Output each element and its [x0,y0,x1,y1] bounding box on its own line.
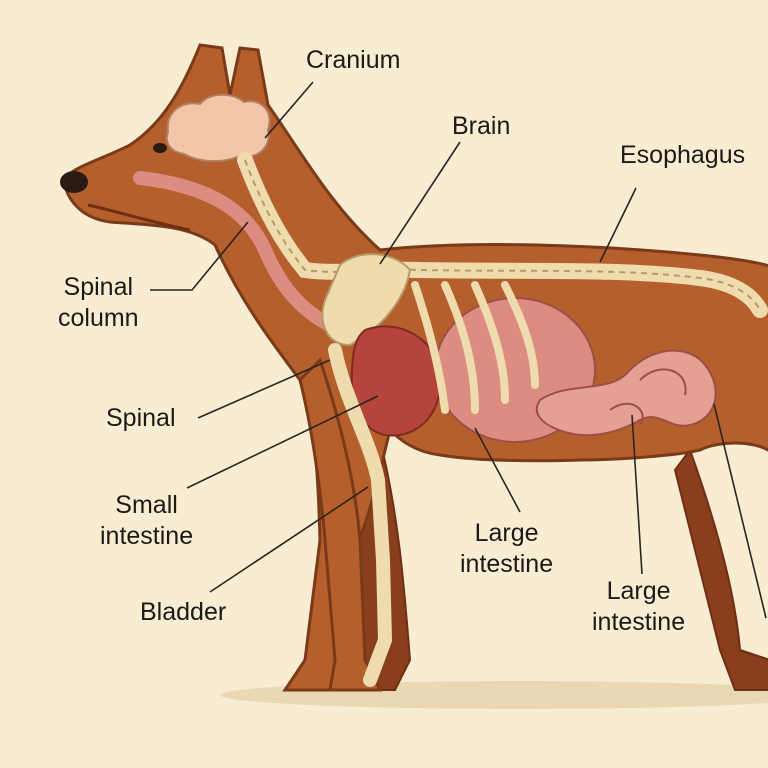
front-leg-bone [328,343,393,687]
label-esophagus: Esophagus [620,140,745,171]
intestine-organ [535,349,717,437]
ribs [411,281,539,414]
label-spinal-column-line1: Spinal [63,273,134,301]
label-bladder-text: Bladder [140,598,227,626]
brain [165,93,271,162]
label-brain-text: Brain [452,112,511,140]
nose [60,171,88,193]
label-cranium: Cranium [306,45,400,76]
label-small-intestine-line1: Small [115,491,178,519]
leader-lines [150,81,767,619]
label-spinal-column-line2: column [58,304,139,332]
label-large-intestine-2: Large intestine [592,576,685,638]
label-large-intestine-1-line2: intestine [460,550,554,578]
label-spinal: Spinal [106,403,176,434]
near-front-leg [298,357,383,692]
label-small-intestine: Small intestine [100,490,193,552]
label-esophagus-text: Esophagus [620,141,746,169]
label-large-intestine-2-line1: Large [606,577,671,605]
far-legs [343,438,768,691]
label-spinal-text: Spinal [106,404,176,432]
intestine-coils [609,368,687,426]
label-cranium-text: Cranium [306,46,401,74]
mouth [87,203,191,232]
heart-organ [350,325,442,437]
label-large-intestine-2-line2: intestine [592,608,686,636]
scapula-bone [321,253,412,347]
esophagus-tube [133,171,337,332]
label-large-intestine-1-line1: Large [474,519,539,547]
eye [153,143,167,153]
label-bladder: Bladder [140,597,226,628]
label-large-intestine-1: Large intestine [460,518,553,580]
spinal-column-outline [244,159,761,311]
label-brain: Brain [452,111,510,142]
label-spinal-column: Spinal column [58,272,139,334]
label-small-intestine-line2: intestine [100,522,194,550]
